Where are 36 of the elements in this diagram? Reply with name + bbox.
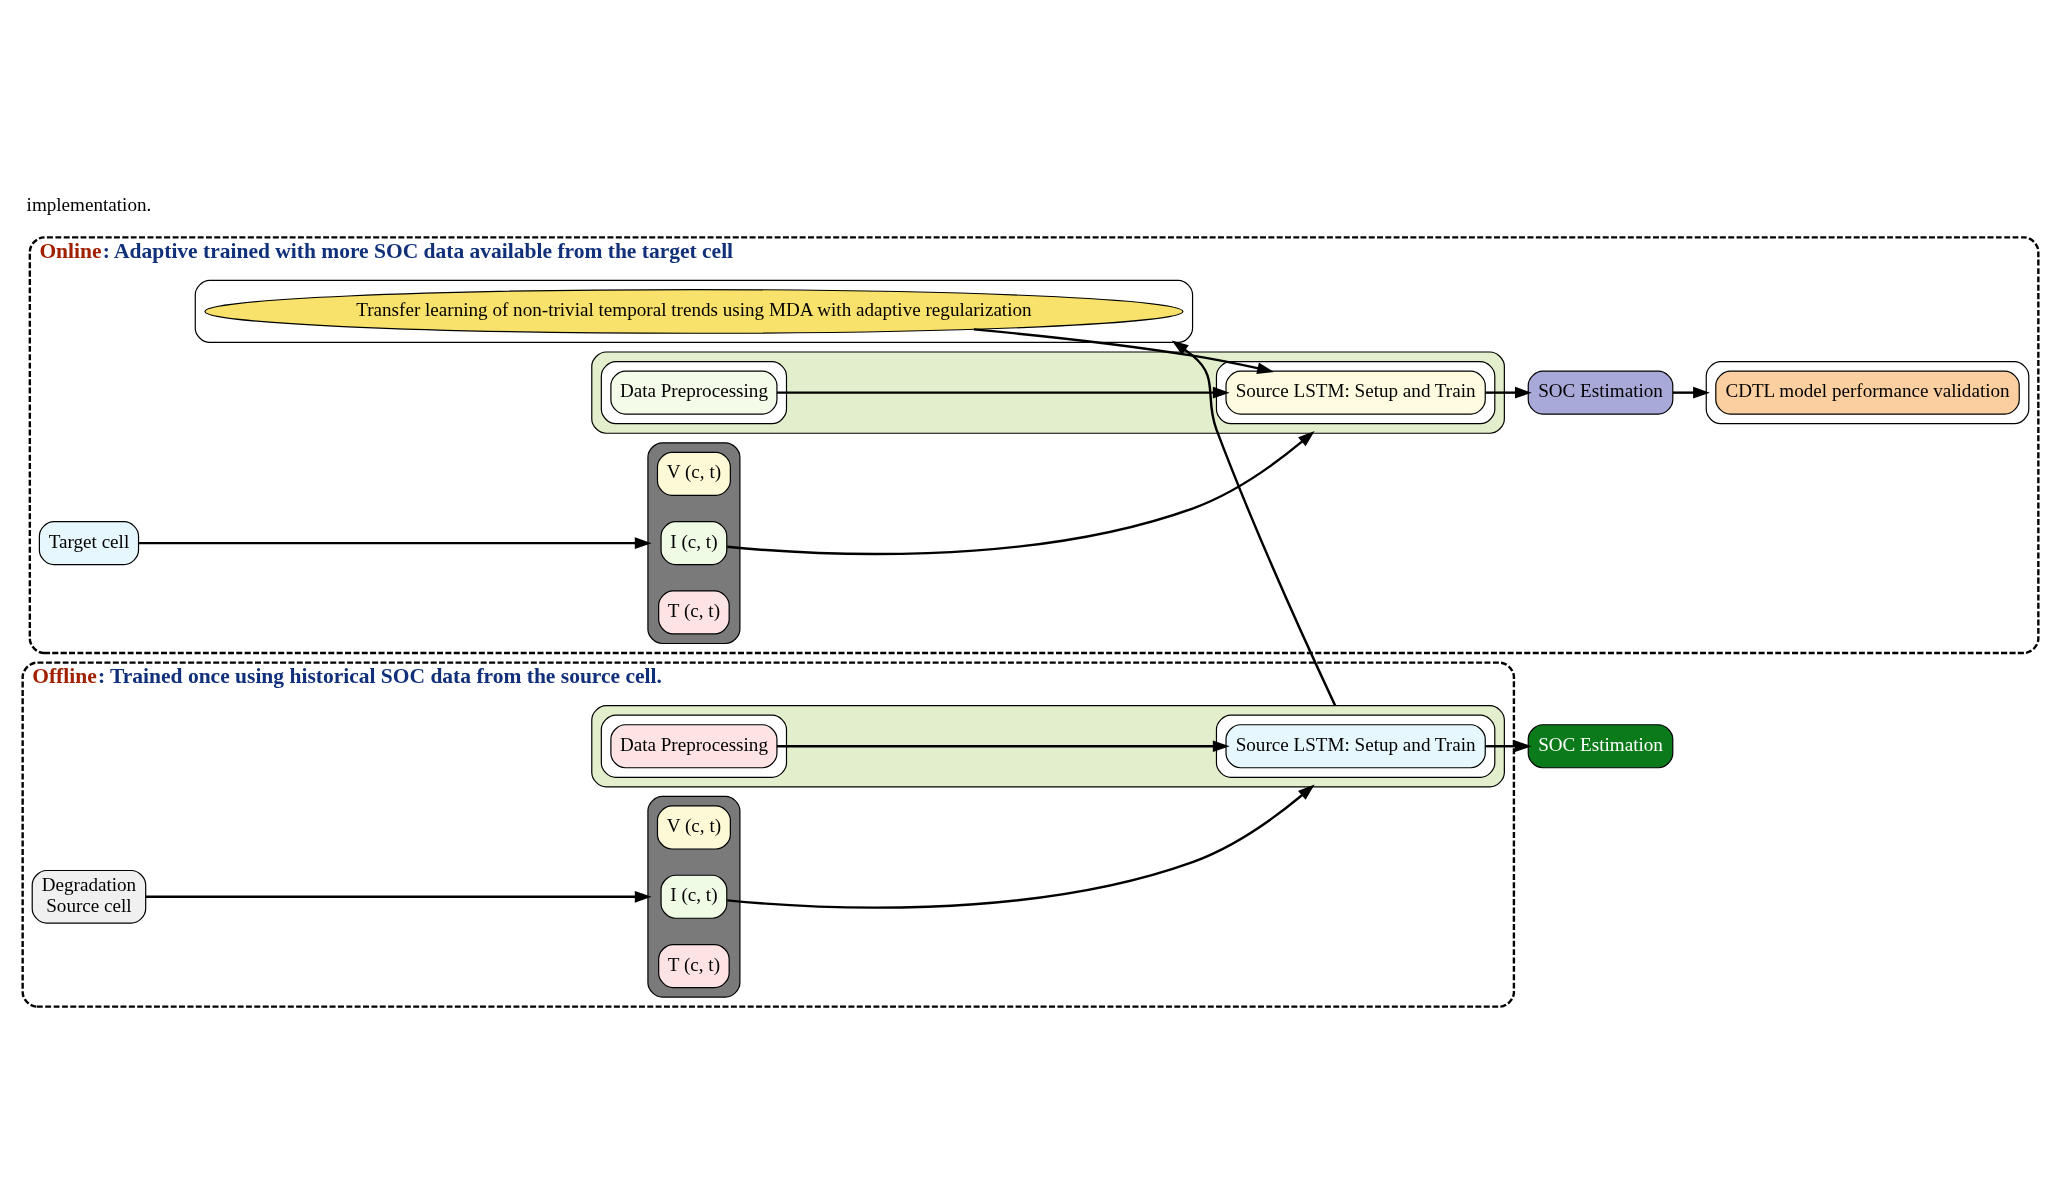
node-box: I (c, t) <box>660 520 728 565</box>
arrow <box>1171 339 1337 706</box>
node-ellipse: Transfer learning of non-trivial temporal trends using MDA with adaptive regularization <box>204 288 1184 334</box>
cluster <box>1215 714 1496 778</box>
cluster <box>647 795 741 998</box>
node-box: CDTL model performance validation <box>1715 370 2020 415</box>
node-box: Source LSTM: Setup and Train <box>1225 723 1486 768</box>
cluster <box>600 714 788 778</box>
cluster <box>647 441 741 644</box>
cluster <box>194 279 1194 343</box>
node-box: SOC Estimation <box>1527 723 1674 768</box>
node-box: Data Preprocessing <box>610 370 778 415</box>
arrow <box>1485 386 1532 398</box>
node-box: Target cell <box>38 520 140 565</box>
arrow <box>1485 739 1532 752</box>
arrow <box>776 386 1230 398</box>
cluster <box>600 360 788 424</box>
node-box: Data Preprocessing <box>610 723 778 768</box>
arrow <box>138 536 652 549</box>
cluster <box>591 350 1505 434</box>
node-box: T (c, t) <box>658 943 730 988</box>
node-box: V (c, t) <box>656 804 731 850</box>
cluster <box>1705 360 2030 424</box>
node-box: Source LSTM: Setup and Train <box>1225 370 1486 415</box>
arrow <box>727 784 1315 909</box>
cluster <box>591 704 1505 787</box>
arrow <box>776 739 1230 752</box>
arrow <box>727 430 1315 555</box>
arrow <box>1673 386 1710 398</box>
node-box: V (c, t) <box>656 451 731 496</box>
node-box: Degradation Source cell <box>31 869 147 924</box>
label: implementation. <box>26 193 152 215</box>
node-box: SOC Estimation <box>1527 370 1674 415</box>
arrow <box>145 890 652 903</box>
node-box: I (c, t) <box>660 874 728 919</box>
node-box: T (c, t) <box>658 589 730 635</box>
